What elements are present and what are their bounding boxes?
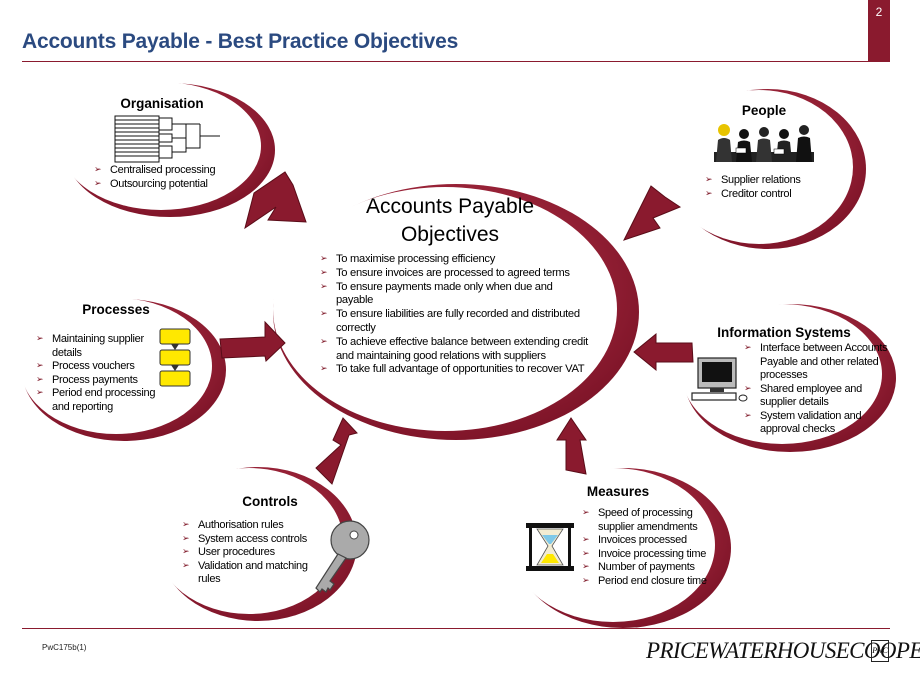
logo-mark-icon: PwC — [871, 640, 889, 662]
key-icon — [315, 520, 370, 593]
list-item: Shared employee and supplier details — [744, 383, 888, 410]
center-title-line2: Objectives — [400, 223, 500, 246]
arrow-controls — [315, 417, 358, 485]
list-item: Maintaining supplier details — [36, 333, 160, 360]
list-item: Period end closure time — [582, 575, 714, 589]
controls-title: Controls — [242, 494, 298, 509]
page-number-badge: 2 — [868, 0, 890, 61]
arrow-measures — [556, 417, 587, 475]
list-item: Period end processing and reporting — [36, 387, 160, 414]
list-item: Process vouchers — [36, 360, 160, 374]
hourglass-icon — [526, 523, 574, 571]
center-objectives-list: To maximise processing efficiency To ens… — [320, 253, 592, 377]
controls-list: Authorisation rules System access contro… — [182, 519, 330, 587]
list-item: Number of payments — [582, 561, 714, 575]
list-item: System validation and approval checks — [744, 410, 888, 437]
title-rule — [22, 61, 890, 62]
list-item: Invoices processed — [582, 534, 714, 548]
flowchart-icon — [159, 328, 191, 387]
measures-list: Speed of processing supplier amendments … — [582, 507, 714, 588]
company-logo: PRICEWATERHOUSECOOPERS — [646, 638, 920, 663]
footer-code: PwC175b(1) — [42, 643, 87, 652]
organisation-list: Centralised processing Outsourcing poten… — [94, 164, 244, 191]
list-item: To ensure liabilities are fully recorded… — [320, 308, 592, 336]
information-systems-title: Information Systems — [717, 325, 851, 340]
list-item: Invoice processing time — [582, 548, 714, 562]
list-item: System access controls — [182, 533, 330, 547]
list-item: To ensure payments made only when due an… — [320, 281, 592, 309]
people-list: Supplier relations Creditor control — [705, 174, 825, 201]
list-item: Speed of processing supplier amendments — [582, 507, 714, 534]
center-title-line1: Accounts Payable — [365, 195, 535, 218]
list-item: To ensure invoices are processed to agre… — [320, 267, 592, 281]
center-title: Accounts Payable Objectives — [340, 193, 560, 249]
arrow-organisation — [244, 171, 307, 230]
list-item: Centralised processing — [94, 164, 244, 178]
list-item: To maximise processing efficiency — [320, 253, 592, 267]
page-title: Accounts Payable - Best Practice Objecti… — [22, 30, 459, 53]
organisation-title: Organisation — [120, 96, 204, 111]
list-item: To take full advantage of opportunities … — [320, 363, 592, 377]
list-item: Creditor control — [705, 188, 825, 202]
computer-icon — [691, 357, 748, 402]
measures-title: Measures — [586, 484, 650, 499]
list-item: Authorisation rules — [182, 519, 330, 533]
list-item: Validation and matching rules — [182, 560, 330, 587]
list-item: Interface between Accounts Payable and o… — [744, 342, 888, 383]
processes-title: Processes — [82, 302, 150, 317]
people-title: People — [741, 103, 787, 118]
information-systems-list: Interface between Accounts Payable and o… — [744, 342, 888, 437]
list-item: Outsourcing potential — [94, 178, 244, 192]
list-item: User procedures — [182, 546, 330, 560]
people-meeting-icon — [714, 124, 814, 162]
list-item: Supplier relations — [705, 174, 825, 188]
list-item: Process payments — [36, 374, 160, 388]
arrow-processes — [219, 320, 286, 362]
processes-list: Maintaining supplier details Process vou… — [36, 333, 160, 414]
footer-rule — [22, 628, 890, 629]
org-chart-icon — [114, 115, 220, 163]
arrow-people — [623, 185, 682, 241]
list-item: To achieve effective balance between ext… — [320, 336, 592, 364]
arrow-information-systems — [633, 332, 694, 372]
